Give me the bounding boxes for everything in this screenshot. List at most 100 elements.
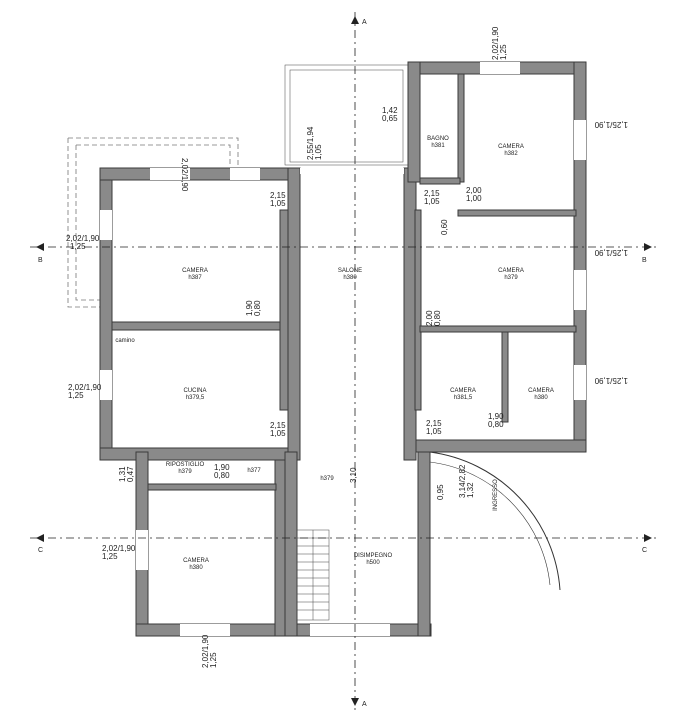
room-camera-380-right-height: h380 <box>534 395 548 401</box>
wall-camera379-bottom <box>419 325 577 333</box>
dim-terrace-window: 2,02/1,90 <box>180 158 189 192</box>
room-camera-380-lower: CAMERA <box>183 558 209 564</box>
axis-label-b-right: B <box>642 257 647 264</box>
dim-door-100: 1,00 <box>466 194 482 203</box>
wall-ripostiglio <box>147 483 277 491</box>
dim-095: 0,95 <box>436 484 445 500</box>
dim-door-215-c: 2,15 <box>270 421 286 430</box>
room-bagno-height: h381 <box>431 143 445 149</box>
wall-mid-left <box>99 447 291 461</box>
dim-door-105-b: 1,05 <box>424 197 440 206</box>
wall-top-left <box>99 167 291 181</box>
dim-door-215-d: 2,15 <box>426 419 442 428</box>
dim-window-top-sill: 1,25 <box>499 44 508 60</box>
label-camino: camino <box>115 338 135 344</box>
dim-window-lower-sill: 1,25 <box>102 552 118 561</box>
room-camera-381-5-height: h381,5 <box>454 395 473 401</box>
wall-lower-mid <box>284 451 298 637</box>
room-disimpegno: DISIMPEGNO <box>354 553 393 559</box>
dim-door-215-b: 2,15 <box>424 189 440 198</box>
dim-window-right-mid: 1,25/1,90 <box>594 248 628 257</box>
axis-label-c-left: C <box>38 547 43 554</box>
entrance-arc-outer <box>429 451 561 591</box>
dim-door-080-c: 0,80 <box>253 300 262 316</box>
room-camera-382: CAMERA <box>498 144 524 150</box>
room-disimpegno-height: h500 <box>366 560 380 566</box>
dim-window-left-lower-sill: 1,25 <box>68 391 84 400</box>
wall-right-upper-left <box>407 61 421 183</box>
dim-window-bottom-sill: 1,25 <box>209 652 218 668</box>
entrance-arc-inner <box>429 461 551 586</box>
window-openings <box>100 62 586 636</box>
wall-partition-right <box>414 209 422 411</box>
room-salone-height: h380 <box>343 275 357 281</box>
room-salone: SALONE <box>338 268 362 274</box>
terrace-outline <box>68 137 239 165</box>
staircase <box>296 529 330 621</box>
room-camera-380-right: CAMERA <box>528 388 554 394</box>
dim-window-left-upper-sill: 1,25 <box>70 242 86 251</box>
dim-balcony-255: 2,55/1,94 <box>306 126 315 160</box>
dim-window-right-lower: 1,25/1,90 <box>594 376 628 385</box>
room-camera-379-height: h379 <box>504 275 518 281</box>
dim-door-200: 2,00 <box>466 186 482 195</box>
dim-door-105-c: 1,05 <box>270 429 286 438</box>
dim-door-105-d: 1,05 <box>426 427 442 436</box>
room-camera-387: CAMERA <box>182 268 208 274</box>
axis-label-b-left: B <box>38 257 43 264</box>
terrace-outline-inner <box>76 144 231 165</box>
wall-bottom-right <box>415 439 587 453</box>
room-camera-381-5: CAMERA <box>450 388 476 394</box>
dim-131: 1,31 <box>118 466 127 482</box>
dim-window-left-lower: 2,02/1,90 <box>68 383 102 392</box>
dim-310: 3,10 <box>349 467 358 483</box>
room-cucina-height: h379,5 <box>186 395 205 401</box>
balcony-inner <box>289 69 404 163</box>
room-ripostiglio: RIPOSTIGLIO <box>166 462 205 468</box>
wall-bagno-bottom <box>419 177 461 185</box>
label-h379-stair: h379 <box>320 476 334 482</box>
room-ripostiglio-height: h379 <box>178 469 192 475</box>
wall-partition-left <box>279 209 289 411</box>
wall-salone-left <box>287 167 301 461</box>
dim-060: 0,60 <box>440 219 449 235</box>
label-h377: h377 <box>247 468 261 474</box>
dim-door-190-c: 1,90 <box>245 300 254 316</box>
wall-salone-right <box>403 167 417 461</box>
terrace-outline-left <box>67 138 100 308</box>
dim-window-left-upper: 2,02/1,90 <box>66 234 100 243</box>
label-ingresso: INGRESSO <box>493 479 499 511</box>
wall-camera-split <box>501 331 509 423</box>
dim-314-282: 3,14/2,82 <box>458 464 467 498</box>
wall-camera-cucina <box>111 321 281 331</box>
dim-window-right-upper: 1,25/1,90 <box>594 120 628 129</box>
dim-door-080-d: 0,80 <box>433 310 442 326</box>
room-camera-380-lower-height: h380 <box>189 565 203 571</box>
dim-window-bottom: 2,02/1,90 <box>201 634 210 668</box>
dim-door-190-a: 1,90 <box>488 412 504 421</box>
dim-window-top: 2,02/1,90 <box>491 26 500 60</box>
dim-door-215-a: 2,15 <box>270 191 286 200</box>
axis-markers: A A B B C C <box>36 16 652 708</box>
dim-window-065: 0,65 <box>382 114 398 123</box>
dim-door-200-b: 2,00 <box>425 310 434 326</box>
axis-label-c-right: C <box>642 547 647 554</box>
wall-camera382-bottom <box>457 209 577 217</box>
dim-door-080-b: 0,80 <box>214 471 230 480</box>
wall-bagno-right <box>457 73 465 183</box>
dim-door-190-b: 1,90 <box>214 463 230 472</box>
dim-window-lower: 2,02/1,90 <box>102 544 136 553</box>
dim-door-105-a: 1,05 <box>270 199 286 208</box>
room-camera-379: CAMERA <box>498 268 524 274</box>
room-camera-382-height: h382 <box>504 151 518 157</box>
room-bagno: BAGNO <box>427 136 449 142</box>
room-camera-387-height: h387 <box>188 275 202 281</box>
terrace-outline-inner-left <box>75 145 100 301</box>
room-cucina: CUCINA <box>183 388 206 394</box>
dim-balcony-105: 1,05 <box>314 144 323 160</box>
dim-047: 0,47 <box>126 466 135 482</box>
axis-label-a-top: A <box>362 19 367 26</box>
dim-window-142: 1,42 <box>382 106 398 115</box>
dim-132: 1,32 <box>466 482 475 498</box>
